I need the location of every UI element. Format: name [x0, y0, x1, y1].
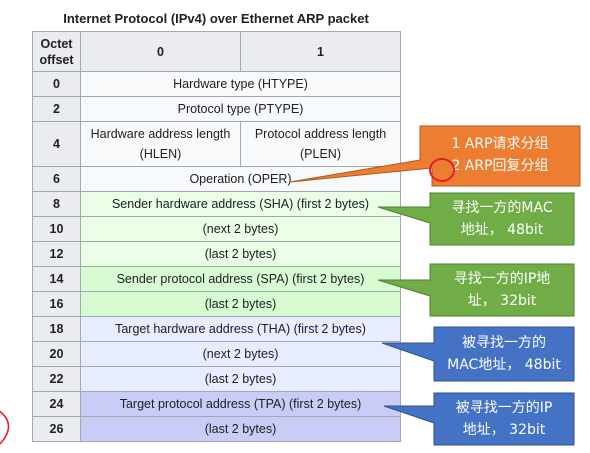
- header-octet-offset: Octet offset: [32, 31, 81, 72]
- offset-cell: 14: [32, 266, 81, 292]
- offset-cell: 4: [32, 121, 81, 167]
- red-partial-circle-annotation: [0, 410, 10, 445]
- offset-cell: 18: [32, 316, 81, 342]
- oper-callout: 1 ARP请求分组 2 ARP回复分组: [289, 125, 581, 187]
- offset-cell: 8: [32, 191, 81, 217]
- table-row: 20 (next 2 bytes): [32, 341, 401, 367]
- tha-callout-line2: MAC地址， 48bit: [447, 357, 561, 373]
- field-sha-first: Sender hardware address (SHA) (first 2 b…: [80, 191, 401, 217]
- spa-callout-shape: [377, 263, 575, 317]
- field-sha-next: (next 2 bytes): [80, 216, 401, 242]
- table-row: 2 Protocol type (PTYPE): [32, 96, 401, 122]
- header-col-0: 0: [80, 31, 241, 72]
- field-tpa-last: (last 2 bytes): [80, 416, 401, 442]
- field-tha-last: (last 2 bytes): [80, 366, 401, 392]
- offset-cell: 24: [32, 391, 81, 417]
- spa-callout-line2: 址， 32bit: [467, 293, 537, 309]
- field-ptype: Protocol type (PTYPE): [80, 96, 401, 122]
- offset-cell: 10: [32, 216, 81, 242]
- offset-cell: 2: [32, 96, 81, 122]
- table-caption: Internet Protocol (IPv4) over Ethernet A…: [63, 11, 369, 26]
- table-row: 14 Sender protocol address (SPA) (first …: [32, 266, 401, 292]
- sha-callout-line1: 寻找一方的MAC: [451, 200, 553, 216]
- spa-callout-line1: 寻找一方的IP地: [453, 271, 551, 287]
- field-htype: Hardware type (HTYPE): [80, 71, 401, 97]
- offset-cell: 26: [32, 416, 81, 442]
- table-row: 10 (next 2 bytes): [32, 216, 401, 242]
- offset-cell: 0: [32, 71, 81, 97]
- arp-packet-table: Octet offset 0 1 0 Hardware type (HTYPE)…: [32, 31, 401, 442]
- offset-cell: 16: [32, 291, 81, 317]
- field-oper: Operation (OPER): [80, 166, 401, 192]
- offset-cell: 22: [32, 366, 81, 392]
- offset-cell: 6: [32, 166, 81, 192]
- spa-callout: 寻找一方的IP地 址， 32bit: [377, 263, 575, 317]
- oper-callout-line1: 1 ARP请求分组: [451, 136, 549, 152]
- offset-cell: 12: [32, 241, 81, 267]
- tpa-callout: 被寻找一方的IP 地址， 32bit: [383, 392, 575, 446]
- table-row: 18 Target hardware address (THA) (first …: [32, 316, 401, 342]
- tpa-callout-line2: 地址， 32bit: [462, 422, 546, 438]
- table-header-row: Octet offset 0 1: [32, 31, 401, 72]
- red-circle-annotation: [429, 158, 455, 182]
- offset-cell: 20: [32, 341, 81, 367]
- header-col-1: 1: [240, 31, 401, 72]
- table-row: 8 Sender hardware address (SHA) (first 2…: [32, 191, 401, 217]
- field-spa-last: (last 2 bytes): [80, 291, 401, 317]
- tha-callout-line1: 被寻找一方的: [462, 335, 546, 351]
- field-plen: Protocol address length (PLEN): [240, 121, 401, 167]
- table-row: 22 (last 2 bytes): [32, 366, 401, 392]
- sha-callout-shape: [377, 192, 575, 246]
- table-row: 26 (last 2 bytes): [32, 416, 401, 442]
- field-tha-first: Target hardware address (THA) (first 2 b…: [80, 316, 401, 342]
- sha-callout: 寻找一方的MAC 地址， 48bit: [377, 192, 575, 246]
- field-tpa-first: Target protocol address (TPA) (first 2 b…: [80, 391, 401, 417]
- field-tha-next: (next 2 bytes): [80, 341, 401, 367]
- table-row: 6 Operation (OPER): [32, 166, 401, 192]
- table-row: 24 Target protocol address (TPA) (first …: [32, 391, 401, 417]
- field-spa-first: Sender protocol address (SPA) (first 2 b…: [80, 266, 401, 292]
- field-hlen: Hardware address length (HLEN): [80, 121, 241, 167]
- tpa-callout-shape: [383, 392, 575, 446]
- table-row: 0 Hardware type (HTYPE): [32, 71, 401, 97]
- tha-callout-shape: [381, 326, 575, 382]
- table-row: 4 Hardware address length (HLEN) Protoco…: [32, 121, 401, 167]
- oper-callout-line2: 2 ARP回复分组: [451, 158, 549, 174]
- field-sha-last: (last 2 bytes): [80, 241, 401, 267]
- sha-callout-line2: 地址， 48bit: [460, 222, 544, 238]
- table-row: 16 (last 2 bytes): [32, 291, 401, 317]
- tpa-callout-line1: 被寻找一方的IP: [455, 400, 553, 416]
- table-row: 12 (last 2 bytes): [32, 241, 401, 267]
- tha-callout: 被寻找一方的 MAC地址， 48bit: [381, 326, 575, 382]
